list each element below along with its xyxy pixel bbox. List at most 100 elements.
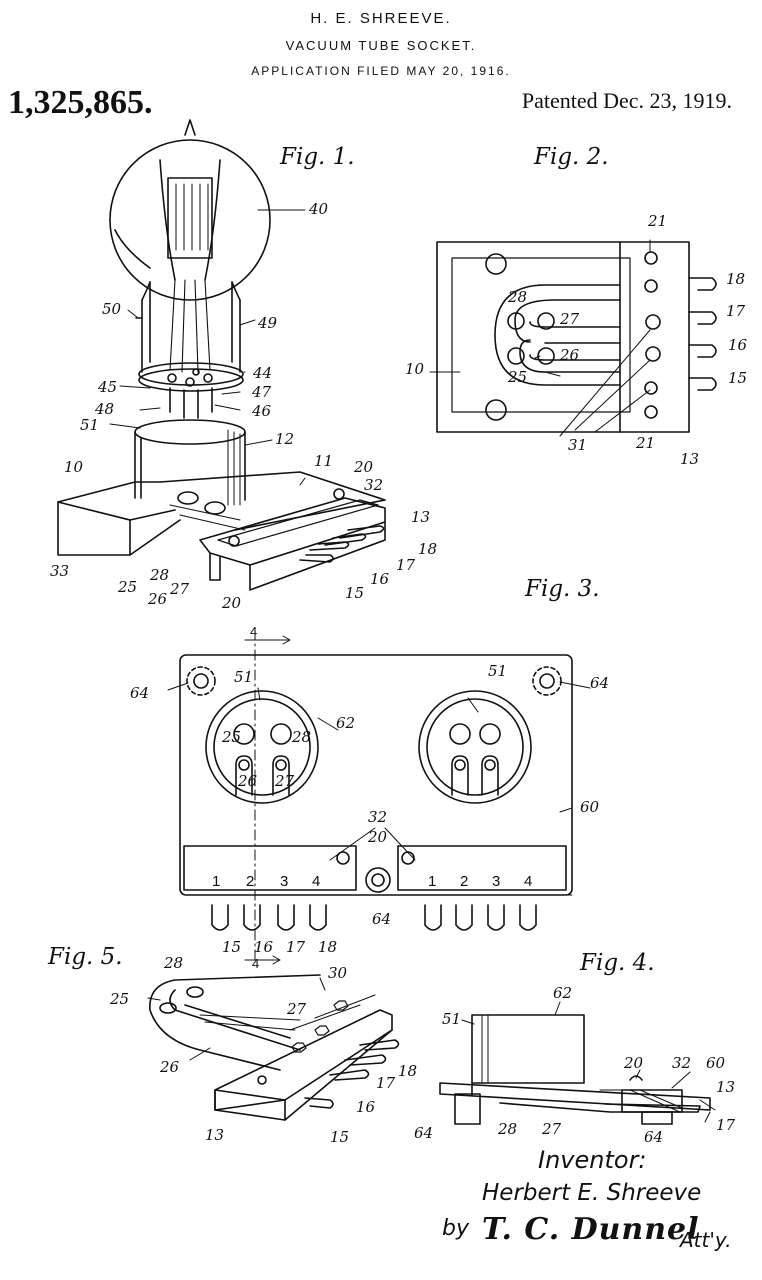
fig5-label: Fig. 5. xyxy=(48,944,123,970)
ref-numeral: 51 xyxy=(80,416,100,434)
section-marker-top: 4 xyxy=(250,624,258,639)
ref-numeral: 15 xyxy=(728,369,748,387)
ref-numeral: 46 xyxy=(252,402,272,420)
fig1-drawing xyxy=(58,120,385,590)
ref-numeral: 64 xyxy=(130,684,150,702)
ref-numeral: 27 xyxy=(170,580,190,598)
fig3-drawing xyxy=(168,630,590,964)
ref-numeral: 51 xyxy=(442,1010,462,1028)
ref-numeral: 27 xyxy=(560,310,580,328)
ref-numeral: 16 xyxy=(370,570,390,588)
attorney-suffix: Att'y. xyxy=(680,1228,732,1252)
ref-numeral: 15 xyxy=(345,584,365,602)
ref-numeral: 27 xyxy=(542,1120,562,1138)
ref-numeral: 15 xyxy=(222,938,242,956)
ref-numeral: 28 xyxy=(292,728,312,746)
terminal-digit: 1 xyxy=(212,873,221,890)
ref-numeral: 26 xyxy=(160,1058,180,1076)
ref-numeral: 17 xyxy=(396,556,416,574)
ref-numeral: 62 xyxy=(336,714,356,732)
ref-numeral: 20 xyxy=(624,1054,644,1072)
terminal-digit: 2 xyxy=(460,873,469,890)
application-date: APPLICATION FILED MAY 20, 1916. xyxy=(251,64,511,78)
terminal-digit: 1 xyxy=(428,873,437,890)
ref-numeral: 12 xyxy=(275,430,295,448)
ref-numeral: 13 xyxy=(411,508,431,526)
ref-numeral: 25 xyxy=(110,990,130,1008)
terminal-digit: 3 xyxy=(280,873,289,890)
ref-numeral: 18 xyxy=(318,938,338,956)
ref-numeral: 13 xyxy=(716,1078,736,1096)
ref-numeral: 47 xyxy=(252,383,272,401)
ref-numeral: 13 xyxy=(205,1126,225,1144)
ref-numeral: 17 xyxy=(376,1074,396,1092)
fig1-label: Fig. 1. xyxy=(280,144,355,170)
ref-numeral: 31 xyxy=(568,436,588,454)
attorney-signature: T. C. Dunnel xyxy=(482,1212,700,1247)
ref-numeral: 26 xyxy=(238,772,258,790)
ref-numeral: 16 xyxy=(356,1098,376,1116)
ref-numeral: 28 xyxy=(164,954,184,972)
ref-numeral: 28 xyxy=(508,288,528,306)
fig4-drawing xyxy=(440,1002,715,1124)
section-marker-bottom: 4 xyxy=(252,956,260,971)
ref-numeral: 51 xyxy=(234,668,254,686)
ref-numeral: 21 xyxy=(636,434,656,452)
ref-numeral: 18 xyxy=(418,540,438,558)
ref-numeral: 64 xyxy=(414,1124,434,1142)
terminal-digit: 4 xyxy=(312,873,321,890)
ref-numeral: 17 xyxy=(726,302,746,320)
inventor-name: Herbert E. Shreeve xyxy=(482,1180,702,1206)
ref-numeral: 18 xyxy=(398,1062,418,1080)
fig2-drawing xyxy=(430,240,716,436)
ref-numeral: 20 xyxy=(222,594,242,612)
ref-numeral: 60 xyxy=(706,1054,726,1072)
ref-numeral: 60 xyxy=(580,798,600,816)
terminal-digit: 3 xyxy=(492,873,501,890)
ref-numeral: 10 xyxy=(405,360,425,378)
ref-numeral: 28 xyxy=(150,566,170,584)
ref-numeral: 33 xyxy=(50,562,70,580)
ref-numeral: 16 xyxy=(728,336,748,354)
patented-date: Patented Dec. 23, 1919. xyxy=(521,88,732,113)
inventor-label: Inventor: xyxy=(538,1146,647,1174)
ref-numeral: 64 xyxy=(590,674,610,692)
ref-numeral: 48 xyxy=(95,400,115,418)
ref-numeral: 26 xyxy=(560,346,580,364)
ref-numeral: 62 xyxy=(553,984,573,1002)
ref-numeral: 32 xyxy=(368,808,388,826)
ref-numeral: 20 xyxy=(368,828,388,846)
ref-numeral: 64 xyxy=(644,1128,664,1146)
fig3-label: Fig. 3. xyxy=(525,576,600,602)
ref-numeral: 50 xyxy=(102,300,122,318)
ref-numeral: 25 xyxy=(508,368,528,386)
ref-numeral: 49 xyxy=(258,314,278,332)
ref-numeral: 25 xyxy=(118,578,138,596)
inventor-header: H. E. SHREEVE. xyxy=(310,10,452,27)
ref-numeral: 64 xyxy=(372,910,392,928)
ref-numeral: 32 xyxy=(364,476,384,494)
ref-numeral: 32 xyxy=(672,1054,692,1072)
ref-numeral: 20 xyxy=(354,458,374,476)
ref-numeral: 17 xyxy=(286,938,306,956)
ref-numeral: 30 xyxy=(328,964,348,982)
patent-title: VACUUM TUBE SOCKET. xyxy=(285,38,477,53)
patent-number: 1,325,865. xyxy=(8,84,153,121)
fig4-label: Fig. 4. xyxy=(580,950,655,976)
ref-numeral: 26 xyxy=(148,590,168,608)
by-label: by xyxy=(442,1216,469,1241)
ref-numeral: 16 xyxy=(254,938,274,956)
ref-numeral: 44 xyxy=(253,364,273,382)
ref-numeral: 13 xyxy=(680,450,700,468)
ref-numeral: 28 xyxy=(498,1120,518,1138)
ref-numeral: 15 xyxy=(330,1128,350,1146)
ref-numeral: 11 xyxy=(314,452,334,470)
ref-numeral: 40 xyxy=(309,200,329,218)
ref-numeral: 18 xyxy=(726,270,746,288)
ref-numeral: 21 xyxy=(648,212,668,230)
ref-numeral: 25 xyxy=(222,728,242,746)
ref-numeral: 45 xyxy=(98,378,118,396)
fig2-label: Fig. 2. xyxy=(534,144,609,170)
ref-numeral: 27 xyxy=(275,772,295,790)
